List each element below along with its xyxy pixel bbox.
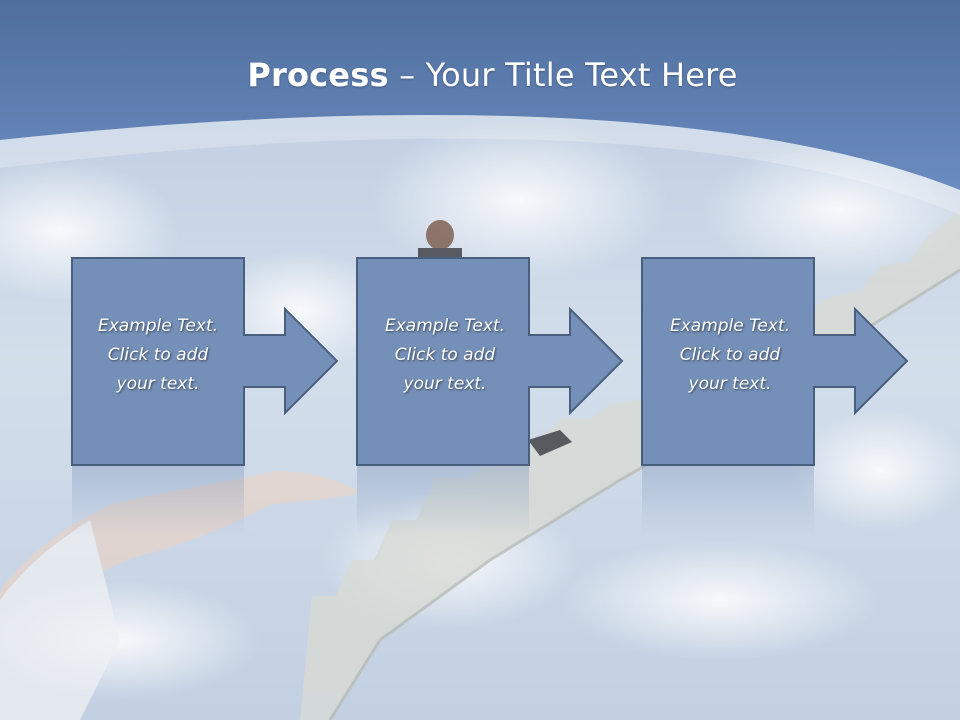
title-bold-text: Process [247, 56, 389, 94]
process-step-1[interactable] [71, 257, 339, 466]
process-step-2[interactable] [356, 257, 624, 466]
step-1-text[interactable]: Example Text. Click to add your text. [97, 316, 219, 394]
step-2-text[interactable]: Example Text. Click to add your text. [384, 316, 506, 394]
process-step-3[interactable] [641, 257, 909, 466]
slide-title[interactable]: Process – Your Title Text Here [0, 55, 960, 95]
step-3-text[interactable]: Example Text. Click to add your text. [669, 316, 791, 394]
title-rest-text: – Your Title Text Here [388, 56, 738, 94]
